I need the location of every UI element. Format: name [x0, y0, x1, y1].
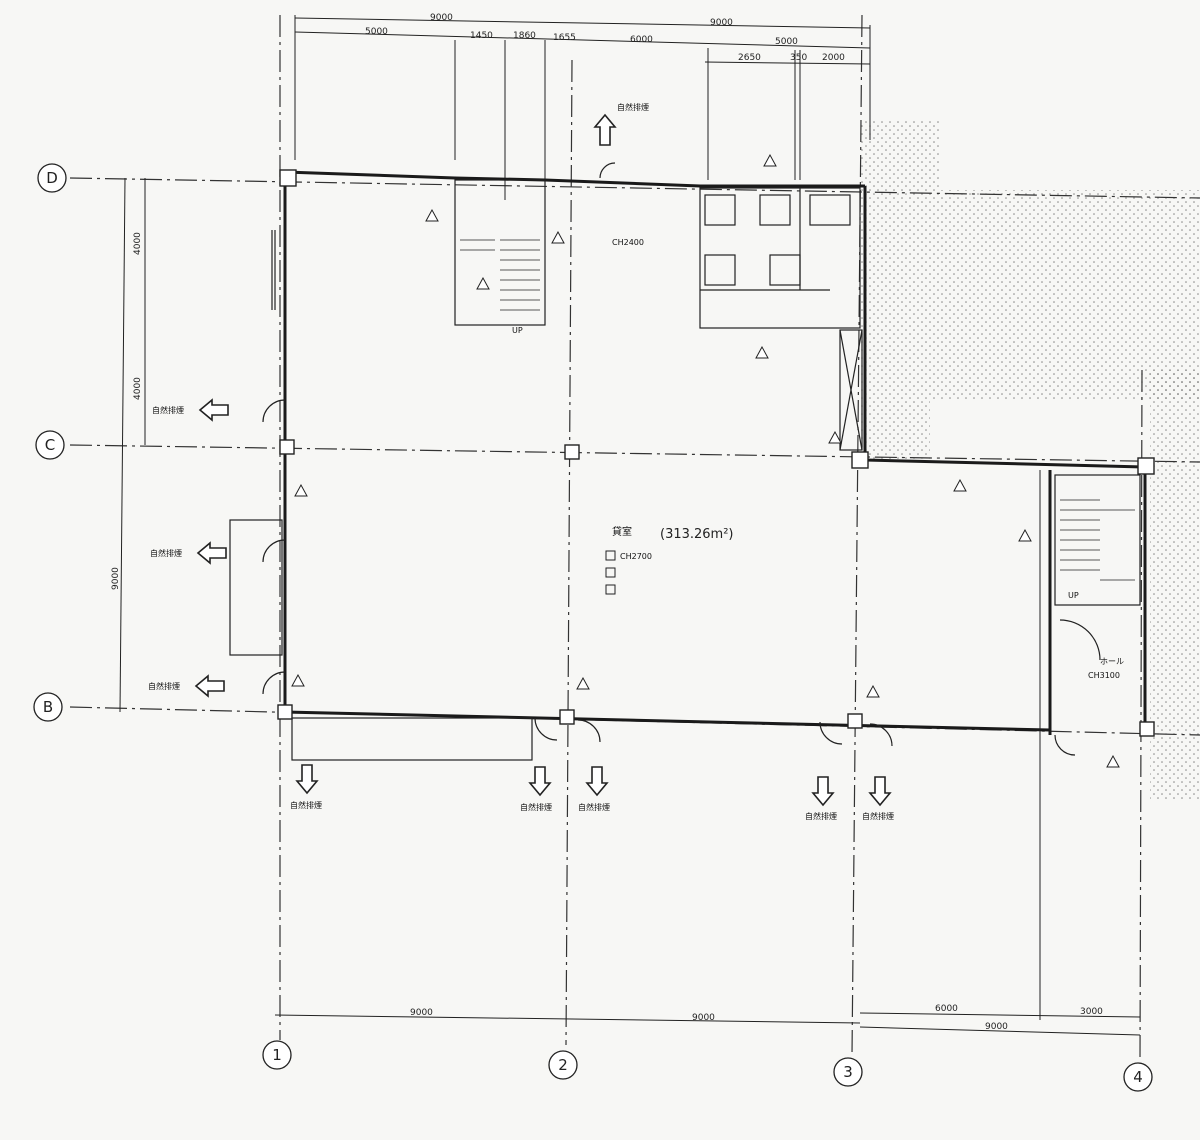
svg-text:3: 3 [843, 1063, 853, 1081]
exit-arrow-south-2: 自然排煙 [520, 766, 552, 812]
toilet-core: CH2400 [612, 187, 863, 451]
exit-arrow-west-1: 自然排煙 [152, 398, 229, 422]
svg-text:9000: 9000 [985, 1022, 1008, 1032]
room-label: 貸室 (313.26m²) CH2700 [605, 525, 734, 595]
exit-arrow-south-1: 自然排煙 [290, 764, 322, 810]
svg-text:5000: 5000 [365, 27, 388, 37]
svg-text:6000: 6000 [630, 35, 653, 45]
fire-equipment-markers [291, 153, 1120, 768]
svg-text:自然排煙: 自然排煙 [150, 548, 182, 558]
svg-text:自然排煙: 自然排煙 [862, 811, 894, 821]
left-dimensions: 4000 4000 9000 [111, 177, 146, 713]
top-dimensions: 9000 9000 5000 1450 1860 1655 6000 5000 … [294, 13, 871, 200]
grid-bubble-d: D [37, 163, 67, 193]
svg-text:1655: 1655 [553, 33, 576, 43]
svg-text:4000: 4000 [133, 232, 143, 255]
svg-text:自然排煙: 自然排煙 [290, 800, 322, 810]
svg-text:貸室: 貸室 [612, 525, 632, 538]
bottom-dimensions: 9000 9000 6000 3000 9000 [274, 470, 1141, 1036]
exterior-hatch-top [860, 120, 1200, 460]
svg-text:9000: 9000 [430, 13, 453, 23]
grid-bubble-2: 2 [548, 1050, 578, 1080]
svg-text:UP: UP [512, 326, 523, 335]
exterior-hatch-right [1150, 370, 1200, 800]
stair-north: UP [454, 179, 546, 335]
svg-text:自然排煙: 自然排煙 [578, 802, 610, 812]
svg-text:4000: 4000 [133, 377, 143, 400]
svg-text:6000: 6000 [935, 1004, 958, 1014]
svg-text:1450: 1450 [470, 31, 493, 41]
svg-text:1860: 1860 [513, 31, 536, 41]
grid-lines [69, 14, 1200, 1061]
svg-text:3000: 3000 [1080, 1007, 1103, 1017]
svg-text:350: 350 [790, 53, 807, 63]
svg-text:D: D [46, 169, 58, 187]
exit-arrow-north: 自然排煙 [593, 102, 649, 146]
svg-text:ホール: ホール [1100, 657, 1124, 666]
svg-text:(313.26m²): (313.26m²) [660, 527, 734, 542]
svg-text:5000: 5000 [775, 37, 798, 47]
grid-bubble-1: 1 [262, 1040, 292, 1070]
svg-text:2000: 2000 [822, 53, 845, 63]
svg-text:C: C [45, 436, 55, 454]
svg-text:9000: 9000 [111, 567, 121, 590]
grid-bubble-4: 4 [1123, 1062, 1153, 1092]
stair-east: UP ホール CH3100 [1054, 474, 1141, 680]
svg-text:B: B [43, 698, 53, 716]
svg-text:CH2400: CH2400 [612, 238, 644, 247]
grid-bubble-b: B [33, 692, 63, 722]
svg-text:UP: UP [1068, 591, 1079, 600]
svg-text:CH3100: CH3100 [1088, 671, 1120, 680]
svg-text:2: 2 [558, 1056, 568, 1074]
svg-text:CH2700: CH2700 [620, 552, 652, 561]
exit-arrow-south-3: 自然排煙 [578, 766, 610, 812]
south-planter [291, 717, 533, 761]
svg-text:4: 4 [1133, 1068, 1143, 1086]
svg-text:1: 1 [272, 1046, 282, 1064]
exit-arrow-west-2: 自然排煙 [150, 541, 227, 565]
svg-text:9000: 9000 [710, 18, 733, 28]
svg-text:自然排煙: 自然排煙 [148, 681, 180, 691]
svg-text:自然排煙: 自然排煙 [617, 102, 649, 112]
exit-arrow-south-4: 自然排煙 [805, 776, 837, 821]
svg-text:自然排煙: 自然排煙 [805, 811, 837, 821]
doors [262, 162, 1076, 756]
exit-arrow-south-5: 自然排煙 [862, 776, 894, 821]
svg-text:2650: 2650 [738, 53, 761, 63]
svg-text:9000: 9000 [692, 1013, 715, 1023]
west-annex [229, 519, 283, 656]
grid-bubble-c: C [35, 430, 65, 460]
structural-columns [277, 169, 1155, 737]
grid-bubble-3: 3 [833, 1057, 863, 1087]
exit-arrow-west-3: 自然排煙 [148, 674, 225, 698]
svg-text:9000: 9000 [410, 1008, 433, 1018]
svg-text:自然排煙: 自然排煙 [152, 405, 184, 415]
svg-text:自然排煙: 自然排煙 [520, 802, 552, 812]
